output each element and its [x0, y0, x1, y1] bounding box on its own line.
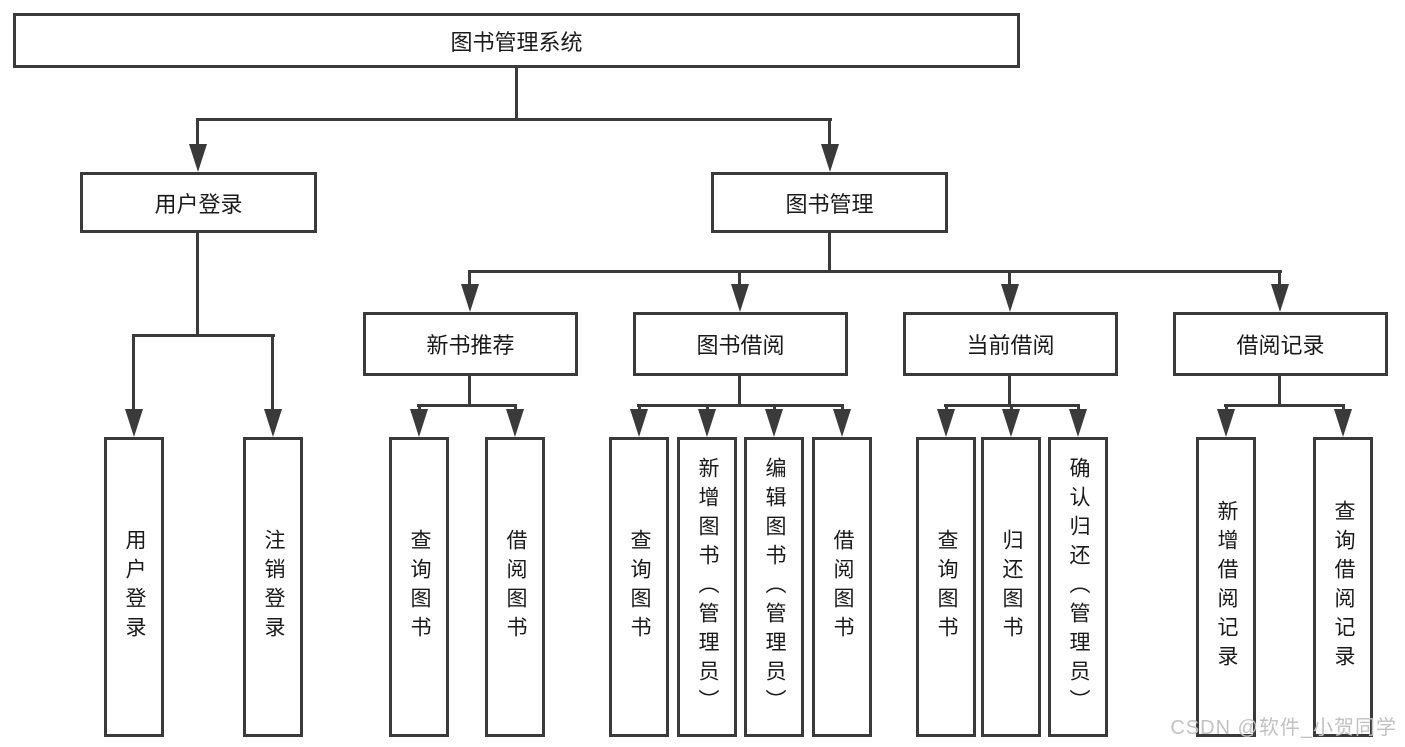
leaf-return-books: 归还图书	[981, 437, 1041, 737]
leaf-add-borrow-record: 新增借阅记录	[1196, 437, 1256, 737]
watermark-text: CSDN @软件_小贺同学	[1170, 717, 1397, 739]
leaf-query-books-borrowing: 查询图书	[609, 437, 669, 737]
connector-line	[1224, 404, 1345, 407]
connector-line	[828, 118, 831, 150]
connector-line	[1278, 270, 1281, 290]
arrowhead-down-icon	[264, 409, 282, 437]
connector-line	[196, 118, 199, 150]
connector-line	[468, 375, 471, 407]
arrowhead-down-icon	[833, 409, 851, 437]
arrowhead-down-icon	[1069, 409, 1087, 437]
connector-line	[1008, 375, 1011, 407]
node-current-borrowing: 当前借阅	[903, 312, 1118, 376]
leaf-query-books-recommend: 查询图书	[389, 437, 449, 737]
connector-line	[1008, 270, 1011, 290]
arrowhead-down-icon	[461, 284, 479, 312]
leaf-logout: 注销登录	[243, 437, 303, 737]
node-borrowing-records: 借阅记录	[1173, 312, 1388, 376]
connector-line	[828, 233, 831, 273]
connector-line	[1278, 375, 1281, 407]
arrowhead-down-icon	[1334, 409, 1352, 437]
connector-line	[132, 334, 275, 337]
arrowhead-down-icon	[410, 409, 428, 437]
connector-line	[196, 233, 199, 337]
connector-line	[468, 270, 1282, 273]
connector-line	[271, 334, 274, 414]
leaf-edit-books-admin: 编辑图书（管理员）	[744, 437, 804, 737]
leaf-add-books-admin: 新增图书（管理员）	[677, 437, 737, 737]
leaf-confirm-return-admin: 确认归还（管理员）	[1048, 437, 1108, 737]
leaf-query-books-current: 查询图书	[916, 437, 976, 737]
arrowhead-down-icon	[937, 409, 955, 437]
leaf-borrow-books-borrowing: 借阅图书	[812, 437, 872, 737]
node-book-management: 图书管理	[711, 172, 948, 233]
connector-line	[738, 375, 741, 407]
arrowhead-down-icon	[765, 409, 783, 437]
connector-line	[738, 270, 741, 290]
arrowhead-down-icon	[698, 409, 716, 437]
arrowhead-down-icon	[821, 144, 839, 172]
connector-line	[468, 270, 471, 290]
connector-line	[515, 68, 518, 121]
connector-line	[132, 334, 135, 414]
node-new-book-recommendation: 新书推荐	[363, 312, 578, 376]
leaf-user-login: 用户登录	[104, 437, 164, 737]
leaf-query-borrow-record: 查询借阅记录	[1313, 437, 1373, 737]
node-book-management-system: 图书管理系统	[13, 13, 1020, 68]
arrowhead-down-icon	[189, 144, 207, 172]
arrowhead-down-icon	[1217, 409, 1235, 437]
arrowhead-down-icon	[1001, 284, 1019, 312]
leaf-borrow-books-recommend: 借阅图书	[485, 437, 545, 737]
arrowhead-down-icon	[1271, 284, 1289, 312]
arrowhead-down-icon	[125, 409, 143, 437]
arrowhead-down-icon	[1002, 409, 1020, 437]
connector-line	[417, 404, 517, 407]
node-book-borrowing: 图书借阅	[633, 312, 848, 376]
arrowhead-down-icon	[731, 284, 749, 312]
node-user-login: 用户登录	[80, 172, 317, 233]
arrowhead-down-icon	[630, 409, 648, 437]
connector-line	[196, 118, 832, 121]
arrowhead-down-icon	[506, 409, 524, 437]
connector-line	[637, 404, 844, 407]
